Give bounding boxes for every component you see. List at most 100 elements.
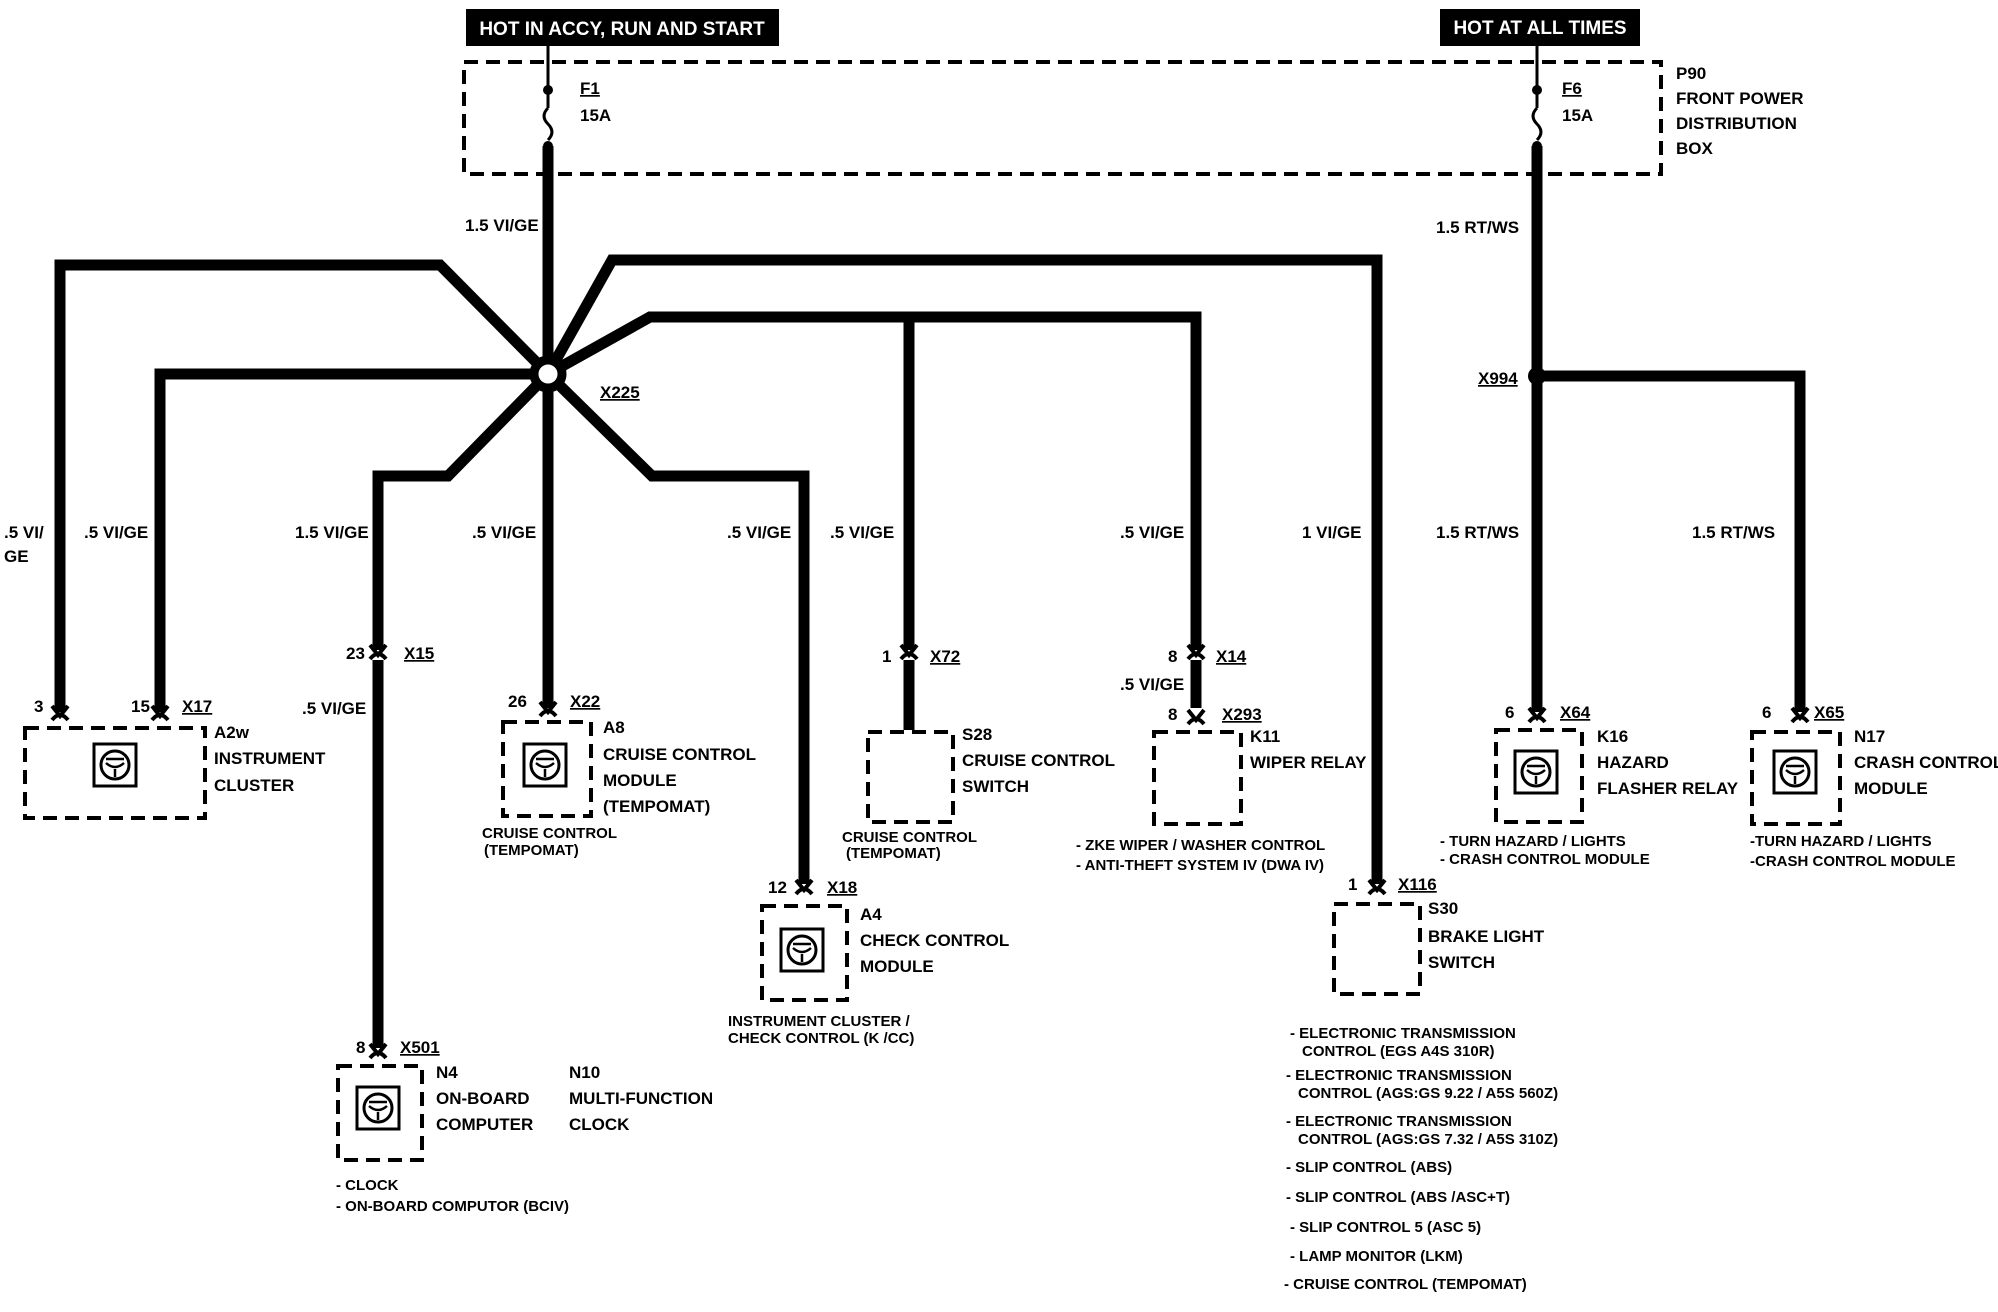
connector-x72-pin: 1 xyxy=(882,647,891,666)
k16-name-2: FLASHER RELAY xyxy=(1597,779,1739,798)
wire-label-4: .5 VI/GE xyxy=(472,523,536,542)
wire-label-7b: .5 VI/GE xyxy=(1120,675,1184,694)
a2w-name-1: INSTRUMENT xyxy=(214,749,326,768)
module-icon xyxy=(355,1085,401,1131)
connector-x14-label: X14 xyxy=(1216,647,1247,666)
module-icon xyxy=(1772,749,1818,795)
hot-accy-label: HOT IN ACCY, RUN AND START xyxy=(466,9,779,46)
s30-notes: - ELECTRONIC TRANSMISSION CONTROL (EGS A… xyxy=(1284,1025,1558,1293)
a4-note-1: INSTRUMENT CLUSTER / xyxy=(728,1013,910,1030)
n17-name-2: MODULE xyxy=(1854,779,1928,798)
n10-name-1: MULTI-FUNCTION xyxy=(569,1089,713,1108)
module-icon xyxy=(92,742,138,788)
connector-x15-pin: 23 xyxy=(346,644,365,663)
a2w-id: A2w xyxy=(214,723,250,742)
power-distribution-box xyxy=(462,60,1663,176)
splice-x225 xyxy=(529,355,567,393)
connector-x65-label: X65 xyxy=(1814,703,1844,722)
wire-label-9: 1.5 RT/WS xyxy=(1436,523,1519,542)
connector-x64-pin: 6 xyxy=(1505,703,1514,722)
svg-text:HOT AT ALL TIMES: HOT AT ALL TIMES xyxy=(1453,18,1626,39)
fuse-f1-id: F1 xyxy=(580,79,600,98)
splice-x994-label: X994 xyxy=(1478,369,1518,388)
a8-name-3: (TEMPOMAT) xyxy=(603,797,710,816)
s30-name-2: SWITCH xyxy=(1428,953,1495,972)
connector-x14-pin: 8 xyxy=(1168,647,1177,666)
check-control-module-box xyxy=(760,904,849,1002)
n4-note-1: - CLOCK xyxy=(336,1177,399,1194)
n4-name-1: ON-BOARD xyxy=(436,1089,530,1108)
k16-note-2: - CRASH CONTROL MODULE xyxy=(1440,851,1650,868)
s28-note-2: (TEMPOMAT) xyxy=(846,845,941,862)
n4-id: N4 xyxy=(436,1063,458,1082)
box-name-3: BOX xyxy=(1676,139,1714,158)
s28-name-2: SWITCH xyxy=(962,777,1029,796)
connector-x18-pin: 12 xyxy=(768,878,787,897)
a4-note-2: CHECK CONTROL (K /CC) xyxy=(728,1030,914,1047)
n10-id: N10 xyxy=(569,1063,600,1082)
a8-name-1: CRUISE CONTROL xyxy=(603,745,756,764)
s30-note: - ELECTRONIC TRANSMISSION xyxy=(1290,1025,1516,1042)
s30-name-1: BRAKE LIGHT xyxy=(1428,927,1545,946)
s30-note: - LAMP MONITOR (LKM) xyxy=(1290,1248,1463,1265)
connector-x22-label: X22 xyxy=(570,692,600,711)
connector-x22-pin: 26 xyxy=(508,692,527,711)
fuse-f6-id: F6 xyxy=(1562,79,1582,98)
n10-name-2: CLOCK xyxy=(569,1115,630,1134)
s30-note: - SLIP CONTROL (ABS /ASC+T) xyxy=(1286,1189,1510,1206)
splice-x994 xyxy=(1528,367,1546,385)
wire-label-3: 1.5 VI/GE xyxy=(295,523,369,542)
a2w-name-2: CLUSTER xyxy=(214,776,294,795)
connector-x501-label: X501 xyxy=(400,1038,440,1057)
cruise-control-module-box xyxy=(501,720,593,818)
k16-name-1: HAZARD xyxy=(1597,753,1669,772)
s30-note: CONTROL (AGS:GS 7.32 / A5S 310Z) xyxy=(1298,1131,1558,1148)
fuse-f1 xyxy=(542,46,554,151)
a4-id: A4 xyxy=(860,905,882,924)
wire-label-1b: GE xyxy=(4,547,29,566)
s30-note: - ELECTRONIC TRANSMISSION xyxy=(1286,1067,1512,1084)
wire-label-7: .5 VI/GE xyxy=(1120,523,1184,542)
a4-name-2: MODULE xyxy=(860,957,934,976)
k16-id: K16 xyxy=(1597,727,1628,746)
n17-id: N17 xyxy=(1854,727,1885,746)
s28-name-1: CRUISE CONTROL xyxy=(962,751,1115,770)
wire-label-2: .5 VI/GE xyxy=(84,523,148,542)
box-id: P90 xyxy=(1676,64,1706,83)
a8-note-2: (TEMPOMAT) xyxy=(484,842,579,859)
connector-x293 xyxy=(1186,708,1206,726)
svg-text:HOT IN ACCY, RUN AND START: HOT IN ACCY, RUN AND START xyxy=(479,19,765,40)
fuse-f6-rating: 15A xyxy=(1562,106,1593,125)
module-icon xyxy=(522,742,568,788)
n17-note-1: -TURN HAZARD / LIGHTS xyxy=(1750,833,1932,850)
a8-id: A8 xyxy=(603,718,625,737)
cruise-control-switch-box xyxy=(866,730,955,824)
k11-note-2: - ANTI-THEFT SYSTEM IV (DWA IV) xyxy=(1076,857,1324,874)
connector-x15-label: X15 xyxy=(404,644,434,663)
s28-id: S28 xyxy=(962,725,992,744)
s30-note: - CRUISE CONTROL (TEMPOMAT) xyxy=(1284,1276,1527,1293)
wire-label-6: .5 VI/GE xyxy=(830,523,894,542)
k16-note-1: - TURN HAZARD / LIGHTS xyxy=(1440,833,1626,850)
connector-x64-label: X64 xyxy=(1560,703,1591,722)
k11-id: K11 xyxy=(1250,727,1280,746)
wire-harness-left xyxy=(54,146,1383,1048)
on-board-computer-box xyxy=(336,1064,424,1162)
connector-x17-label: X17 xyxy=(182,697,212,716)
a8-note-1: CRUISE CONTROL xyxy=(482,825,617,842)
wire-label-8: 1 VI/GE xyxy=(1302,523,1362,542)
n17-name-1: CRASH CONTROL xyxy=(1854,753,1998,772)
connector-x116-pin: 1 xyxy=(1348,875,1357,894)
connector-x17-pin-b: 15 xyxy=(131,697,150,716)
wiper-relay-box xyxy=(1152,730,1243,826)
connector-x17-pin-a: 3 xyxy=(34,697,43,716)
connector-x18-label: X18 xyxy=(827,878,857,897)
box-name-2: DISTRIBUTION xyxy=(1676,114,1797,133)
module-icon xyxy=(779,927,825,973)
wire-label-5: .5 VI/GE xyxy=(727,523,791,542)
wire-label-1a: .5 VI/ xyxy=(4,523,44,542)
s30-note: - SLIP CONTROL (ABS) xyxy=(1286,1159,1452,1176)
crash-control-module-box xyxy=(1750,730,1842,826)
wire-label-3b: .5 VI/GE xyxy=(302,699,366,718)
